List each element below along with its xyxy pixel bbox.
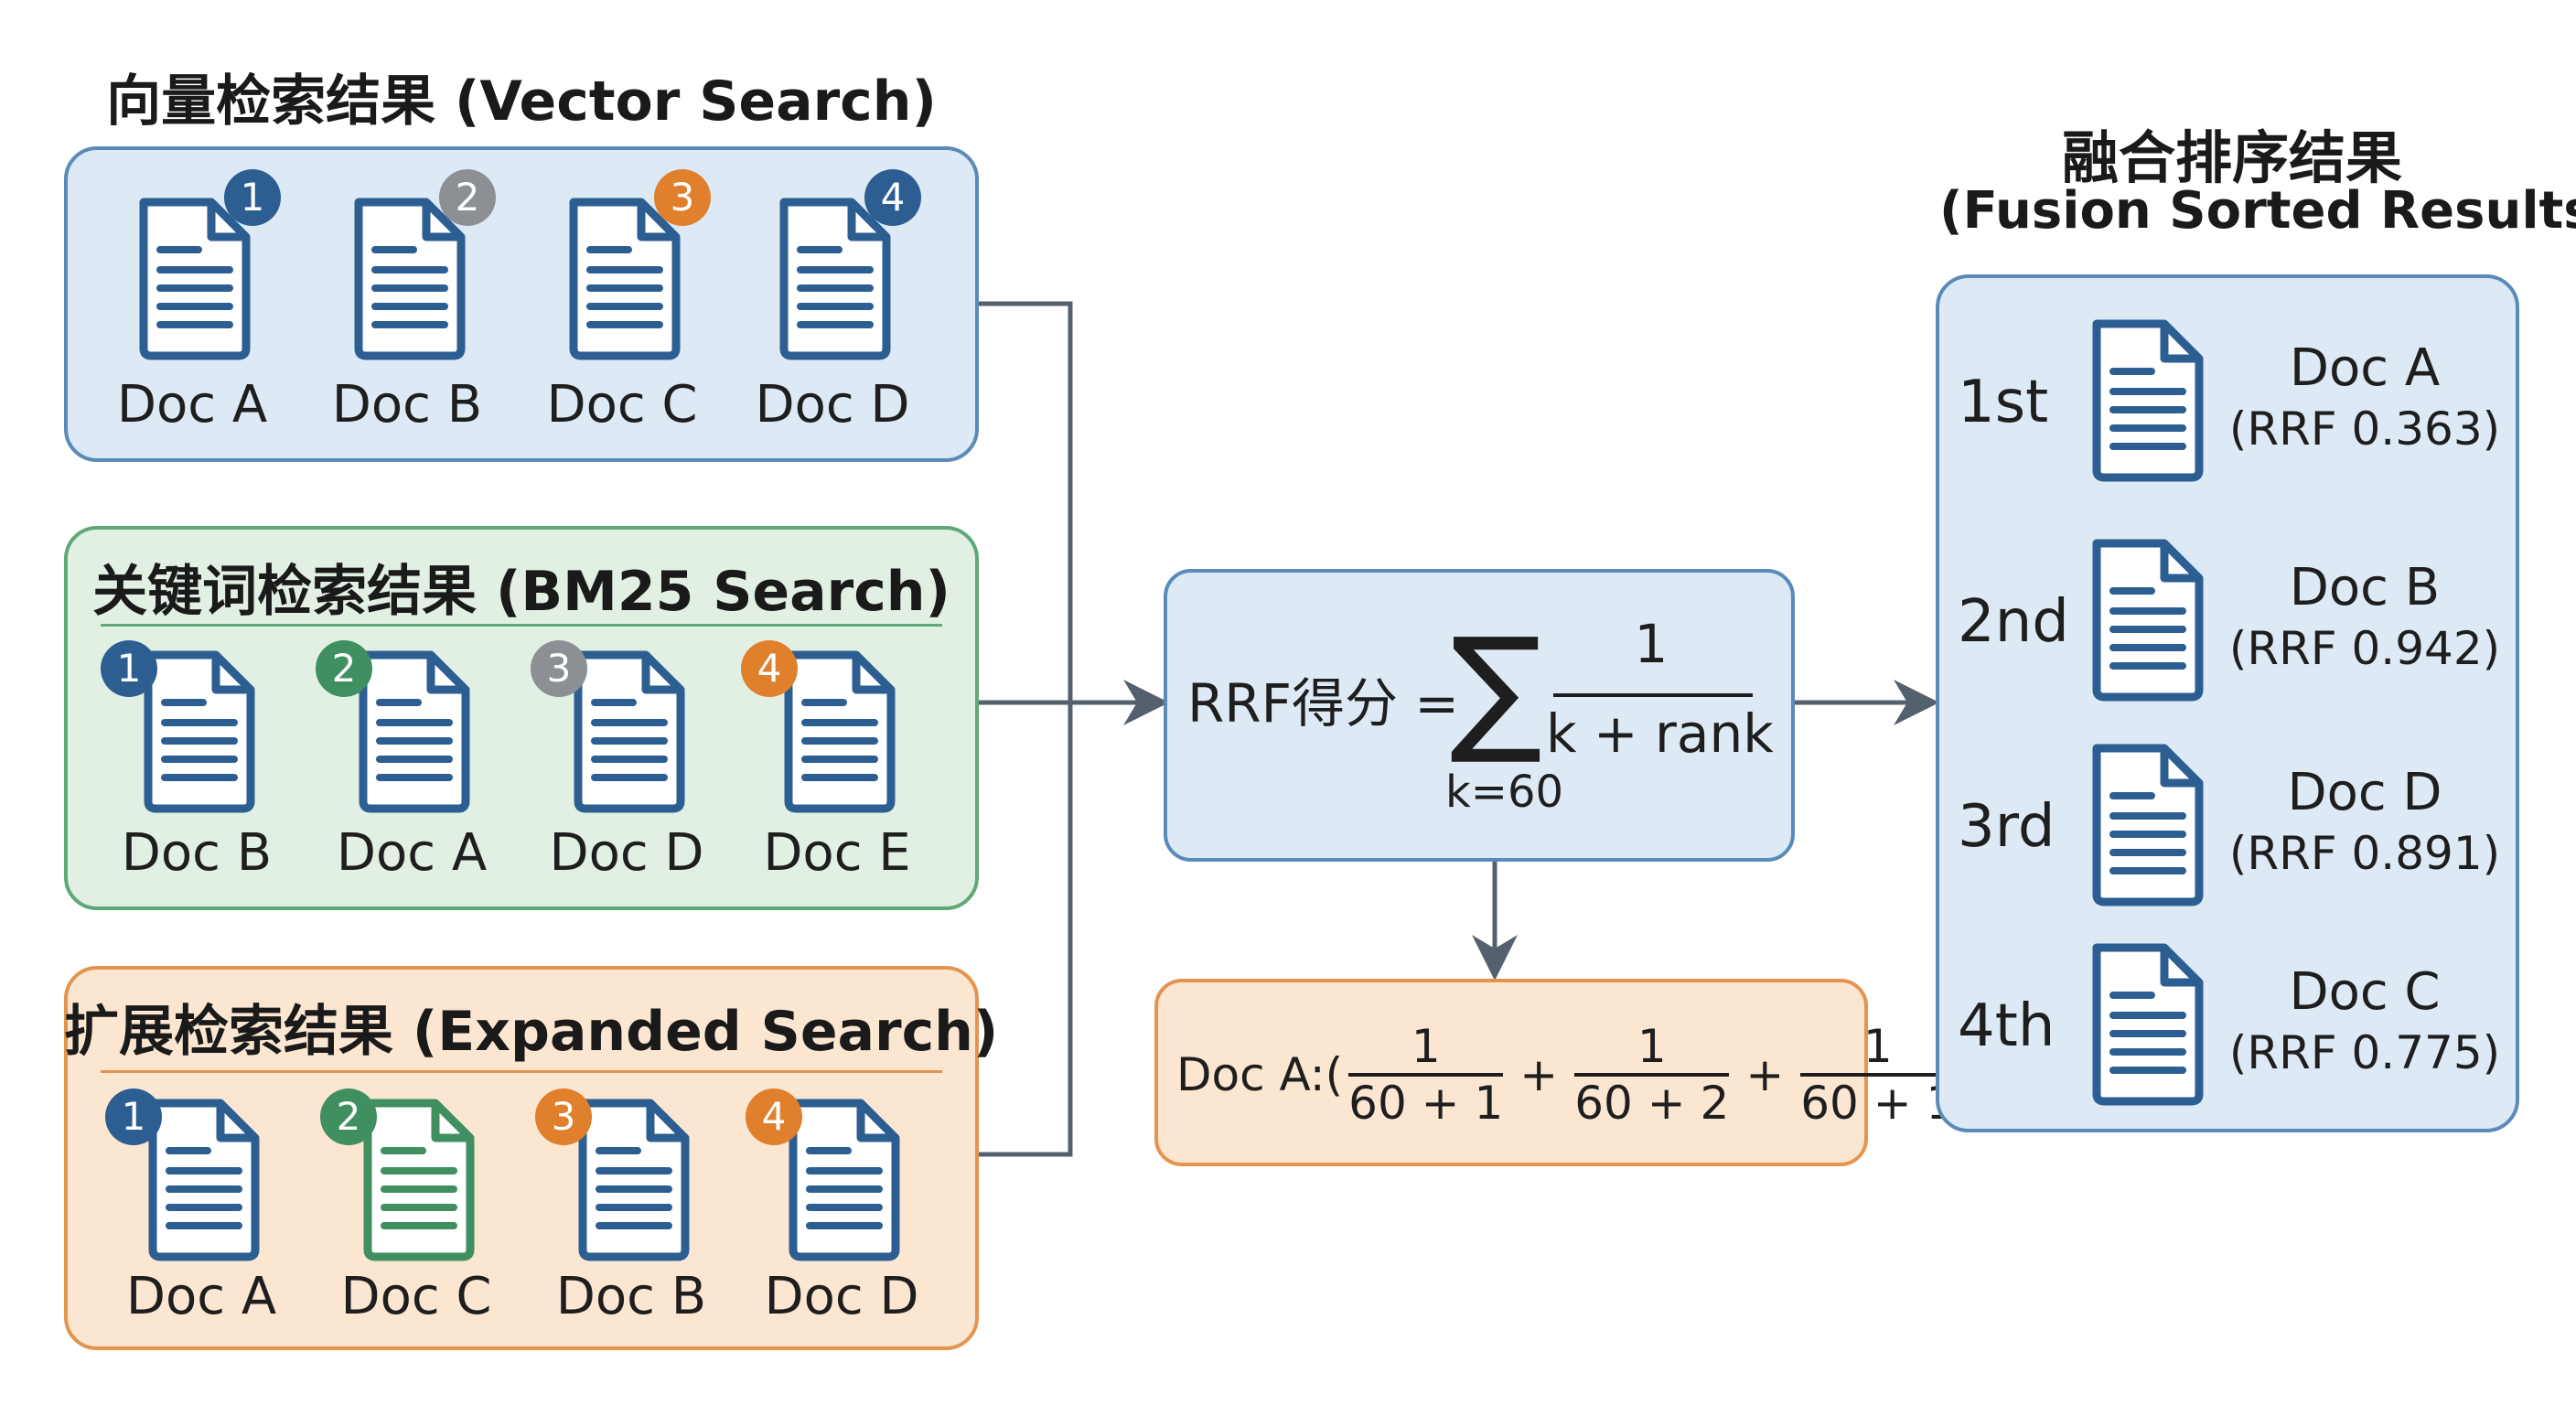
- results-title-cn: 融合排序结果: [2061, 124, 2402, 191]
- results-panel: [1936, 274, 2519, 1132]
- result-doc-name: Doc A: [2289, 338, 2441, 398]
- rank-badge: 3: [654, 169, 711, 226]
- document-icon: [139, 198, 251, 360]
- vector-search-title: 向量检索结果 (Vector Search): [106, 70, 937, 134]
- formula-fraction-bar: [1553, 693, 1753, 697]
- sigma-symbol: ∑: [1450, 609, 1543, 768]
- result-rrf-score: (RRF 0.363): [2228, 402, 2501, 456]
- document-icon: [784, 650, 896, 813]
- document-icon: [2092, 744, 2204, 906]
- fraction-numerator: 1: [1637, 1020, 1667, 1073]
- plus-sign: +: [1519, 1048, 1559, 1101]
- expanded-divider: [101, 1070, 942, 1073]
- sigma-subscript: k=60: [1445, 767, 1564, 818]
- fraction-denominator: 60 + 1: [1800, 1077, 1956, 1130]
- fraction-denominator: 60 + 1: [1348, 1077, 1504, 1130]
- doc-label: Doc A: [116, 375, 268, 434]
- rank-badge: 2: [316, 640, 372, 697]
- rrf-example: Doc A:( 160 + 1+160 + 2+160 + 1 ): [1176, 1006, 1992, 1143]
- formula-lhs: RRF得分 =: [1187, 672, 1459, 735]
- result-rrf-score: (RRF 0.942): [2228, 622, 2501, 675]
- result-rrf-score: (RRF 0.891): [2228, 827, 2501, 880]
- fraction-bar: [1348, 1073, 1504, 1077]
- rank-badge: 4: [741, 640, 798, 697]
- fraction-numerator: 1: [1411, 1020, 1441, 1073]
- result-rank: 4th: [1958, 992, 2055, 1060]
- rank-badge: 3: [531, 640, 587, 697]
- doc-label: Doc A: [125, 1267, 277, 1326]
- result-rank: 1st: [1958, 369, 2049, 436]
- rank-badge: 2: [320, 1089, 377, 1145]
- document-icon: [354, 198, 466, 360]
- result-rrf-score: (RRF 0.775): [2228, 1026, 2501, 1079]
- rank-badge: 1: [101, 640, 157, 697]
- doc-label: Doc D: [764, 1267, 919, 1326]
- document-icon: [574, 650, 685, 813]
- fraction-bar: [1800, 1073, 1956, 1077]
- document-icon: [779, 198, 891, 360]
- result-rank: 2nd: [1958, 588, 2069, 656]
- results-title-en: (Fusion Sorted Results): [1939, 181, 2576, 241]
- result-doc-name: Doc D: [2287, 763, 2442, 822]
- document-icon: [578, 1099, 690, 1261]
- doc-label: Doc D: [549, 823, 704, 883]
- document-icon: [363, 1099, 475, 1261]
- formula-denominator: k + rank: [1546, 702, 1774, 765]
- rank-badge: 1: [105, 1089, 162, 1145]
- plus-sign: +: [1745, 1048, 1785, 1101]
- fraction-denominator: 60 + 2: [1574, 1077, 1730, 1130]
- result-doc-name: Doc B: [2289, 558, 2441, 617]
- rank-badge: 2: [439, 169, 496, 226]
- doc-label: Doc B: [121, 823, 273, 883]
- doc-label: Doc E: [763, 823, 911, 883]
- doc-label: Doc B: [331, 375, 483, 434]
- rank-badge: 1: [224, 169, 281, 226]
- doc-label: Doc B: [555, 1267, 707, 1326]
- rrf-formula-box: [1164, 569, 1795, 862]
- doc-label: Doc C: [340, 1267, 492, 1326]
- result-rank: 3rd: [1958, 793, 2055, 861]
- result-doc-name: Doc C: [2289, 962, 2441, 1022]
- bm25-divider: [101, 624, 942, 627]
- document-icon: [148, 1099, 260, 1261]
- document-icon: [2092, 539, 2204, 702]
- fraction-bar: [1574, 1073, 1730, 1077]
- document-icon: [2092, 319, 2204, 482]
- rank-badge: 3: [535, 1089, 592, 1145]
- rank-badge: 4: [746, 1089, 802, 1145]
- formula-numerator: 1: [1634, 613, 1669, 675]
- merge-bracket: [979, 301, 1073, 1157]
- rrf-example-box: [1154, 979, 1868, 1166]
- document-icon: [2092, 943, 2204, 1106]
- doc-label: Doc A: [336, 823, 488, 883]
- fraction-numerator: 1: [1862, 1020, 1893, 1073]
- rank-badge: 4: [864, 169, 921, 226]
- bm25-search-title: 关键词检索结果 (BM25 Search): [92, 560, 950, 624]
- doc-label: Doc C: [546, 375, 698, 434]
- document-icon: [789, 1099, 900, 1261]
- document-icon: [359, 650, 470, 813]
- expanded-search-title: 扩展检索结果 (Expanded Search): [64, 1000, 999, 1064]
- example-prefix: Doc A:(: [1176, 1048, 1344, 1101]
- document-icon: [569, 198, 681, 360]
- doc-label: Doc D: [755, 375, 910, 434]
- document-icon: [144, 650, 255, 813]
